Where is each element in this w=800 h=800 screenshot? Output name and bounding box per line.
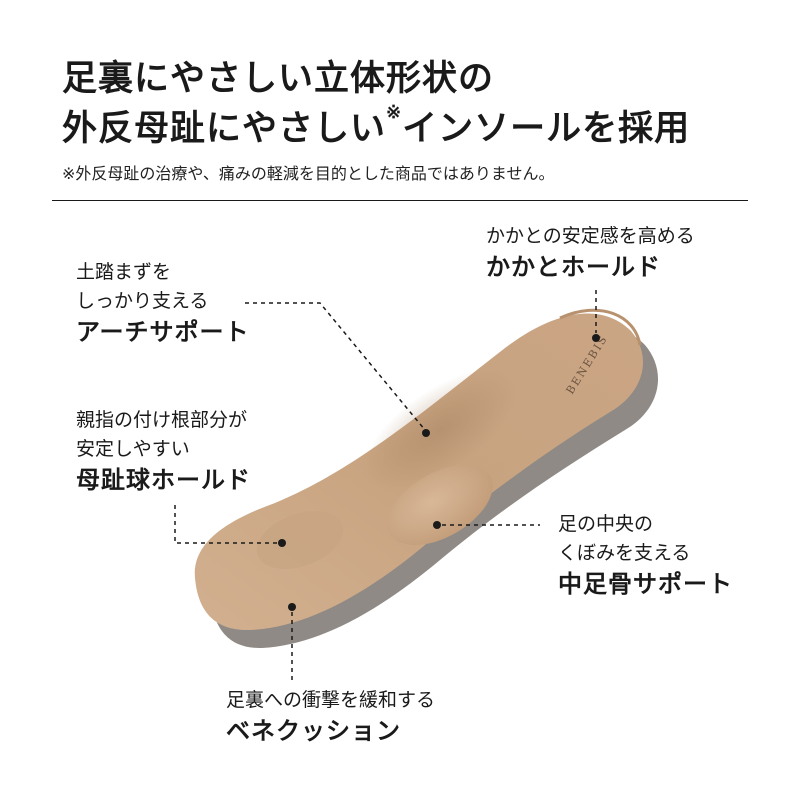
feature-heel: かかとの安定感を高める かかとホールド [486, 222, 695, 283]
mid-marker [433, 521, 441, 529]
feature-cushion: 足裏への衝撃を緩和する ベネクッション [226, 686, 435, 747]
feature-mid-title: 中足骨サポート [558, 569, 733, 598]
arch-shadow [362, 368, 518, 492]
arch-marker [422, 429, 430, 437]
feature-toe-desc-2: 安定しやすい [76, 438, 190, 460]
feature-arch-desc-2: しっかり支える [76, 290, 209, 312]
feature-cushion-desc: 足裏への衝撃を緩和する [226, 689, 436, 711]
feature-arch-title: アーチサポート [76, 317, 250, 346]
headline-line-2-text: 外反母趾にやさしい [62, 108, 387, 149]
feature-mid-desc-2: くぼみを支える [558, 542, 691, 564]
feature-heel-desc: かかとの安定感を高める [486, 225, 695, 247]
headline-note-mark: ※ [386, 102, 403, 123]
heel-cup-rim [559, 308, 642, 346]
toe-callout [174, 505, 278, 544]
big-toe-pad [256, 511, 344, 569]
cushion-marker [288, 603, 296, 611]
feature-toe-desc-1: 親指の付け根部分が [76, 409, 248, 431]
disclaimer-note: ※外反母趾の治療や、痛みの軽減を目的とした商品ではありません。 [62, 164, 555, 183]
feature-cushion-title: ベネクッション [226, 716, 401, 745]
headline-line-2-end: インソールを採用 [402, 108, 691, 149]
divider [52, 200, 748, 201]
feature-toe-title: 母趾球ホールド [76, 465, 251, 494]
heel-marker [592, 334, 600, 342]
feature-toe: 親指の付け根部分が 安定しやすい 母趾球ホールド [76, 406, 251, 496]
feature-mid: 足の中央の くぼみを支える 中足骨サポート [558, 510, 733, 600]
arch-callout [245, 302, 426, 431]
headline-line-2: 外反母趾にやさしい※インソールを採用 [62, 100, 690, 151]
feature-heel-title: かかとホールド [486, 252, 661, 281]
feature-arch-desc-1: 土踏まずを [76, 261, 172, 283]
toe-marker [278, 539, 286, 547]
headline-line-1: 足裏にやさしい立体形状の [62, 58, 495, 99]
feature-mid-desc-1: 足の中央の [558, 513, 654, 535]
feature-arch: 土踏まずを しっかり支える アーチサポート [76, 258, 250, 348]
